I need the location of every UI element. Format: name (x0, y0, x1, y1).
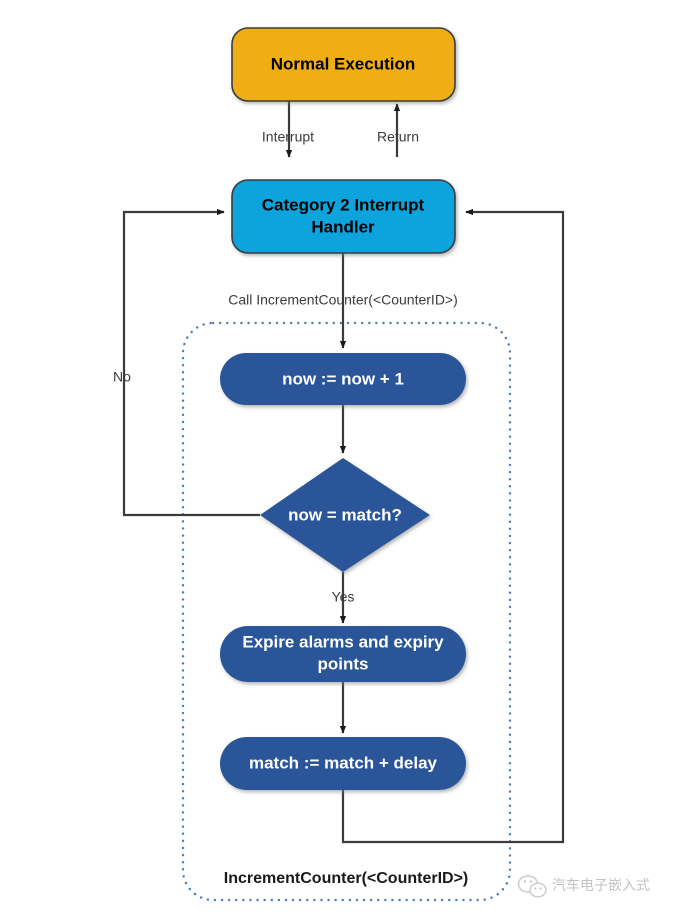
node-interrupt-handler[interactable]: Category 2 Interrupt Handler (231, 179, 456, 254)
edge-label-yes: Yes (332, 589, 355, 605)
node-normal-execution-label: Normal Execution (271, 54, 416, 73)
node-now-equals-match[interactable]: now = match? (260, 458, 430, 572)
edge-label-interrupt: Interrupt (262, 129, 314, 145)
node-update-match-shape (220, 737, 466, 790)
node-increment-now-label: now := now + 1 (282, 369, 404, 388)
edge-label-return: Return (377, 129, 419, 145)
watermark: 汽车电子嵌入式 (517, 875, 650, 898)
edge-label-call-increment-counter: Call IncrementCounter(<CounterID>) (228, 292, 458, 308)
increment-counter-group-boundary (181, 321, 512, 902)
node-expire-alarms[interactable]: Expire alarms and expiry points (220, 626, 466, 682)
node-now-equals-match-label: now = match? (288, 505, 402, 524)
node-interrupt-handler-label-line1: Category 2 Interrupt (262, 195, 425, 214)
watermark-text: 汽车电子嵌入式 (552, 877, 650, 894)
node-expire-alarms-shape (220, 626, 466, 682)
node-expire-alarms-label-line1: Expire alarms and expiry (242, 632, 444, 651)
node-interrupt-handler-label-line2: Handler (311, 217, 375, 236)
node-now-equals-match-shape (260, 458, 430, 572)
node-increment-now[interactable]: now := now + 1 (220, 353, 466, 405)
group-label-increment-counter: IncrementCounter(<CounterID>) (224, 870, 468, 887)
wechat-icon (517, 875, 547, 898)
connector-return-to-handler (341, 208, 565, 844)
connector-no-loopback (122, 208, 260, 517)
node-increment-now-shape (220, 353, 466, 405)
node-update-match-label: match := match + delay (249, 753, 438, 772)
node-update-match[interactable]: match := match + delay (220, 737, 466, 790)
node-normal-execution-shape (231, 27, 456, 102)
node-expire-alarms-label-line2: points (318, 654, 369, 673)
edge-label-no: No (113, 369, 131, 385)
node-normal-execution[interactable]: Normal Execution (231, 27, 456, 102)
node-interrupt-handler-shape (231, 179, 456, 254)
